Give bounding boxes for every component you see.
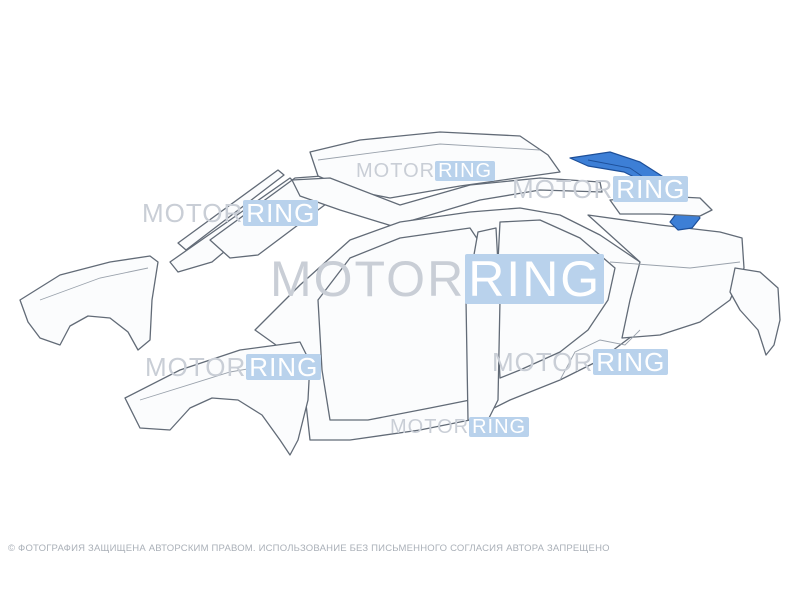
watermark-word-right: RING: [613, 176, 689, 202]
watermark-word-left: MOTOR: [270, 251, 466, 307]
rear-quarter-crease: [609, 261, 741, 269]
watermark-word-left: MOTOR: [390, 416, 470, 438]
roof-frame: [291, 177, 603, 227]
watermark-word-left: MOTOR: [145, 352, 247, 382]
watermark-word-left: MOTOR: [492, 347, 594, 377]
roof-panel-edge: [317, 143, 541, 161]
watermark-logo-large: MOTORRING: [270, 251, 605, 307]
watermark-word-left: MOTOR: [512, 174, 614, 204]
rear-panel: [729, 267, 781, 356]
rear-quarter-panel: [587, 214, 745, 339]
watermark-word-left: MOTOR: [142, 198, 244, 228]
watermark-word-right: RING: [593, 349, 669, 375]
watermark-word-right: RING: [246, 354, 322, 380]
rear-wheel-arch: [559, 329, 641, 381]
watermark-word-right: RING: [435, 161, 496, 181]
watermark-word-right: RING: [469, 417, 530, 437]
windshield-strip-left: [177, 169, 285, 251]
watermark-word-left: MOTOR: [356, 160, 436, 182]
front-fender-left: [19, 255, 159, 351]
copyright-notice: © ФОТОГРАФИЯ ЗАЩИЩЕНА АВТОРСКИМ ПРАВОМ. …: [8, 543, 610, 554]
watermark-word-right: RING: [243, 200, 319, 226]
front-fender-left-detail: [39, 267, 149, 301]
watermark-word-right: RING: [465, 254, 605, 304]
